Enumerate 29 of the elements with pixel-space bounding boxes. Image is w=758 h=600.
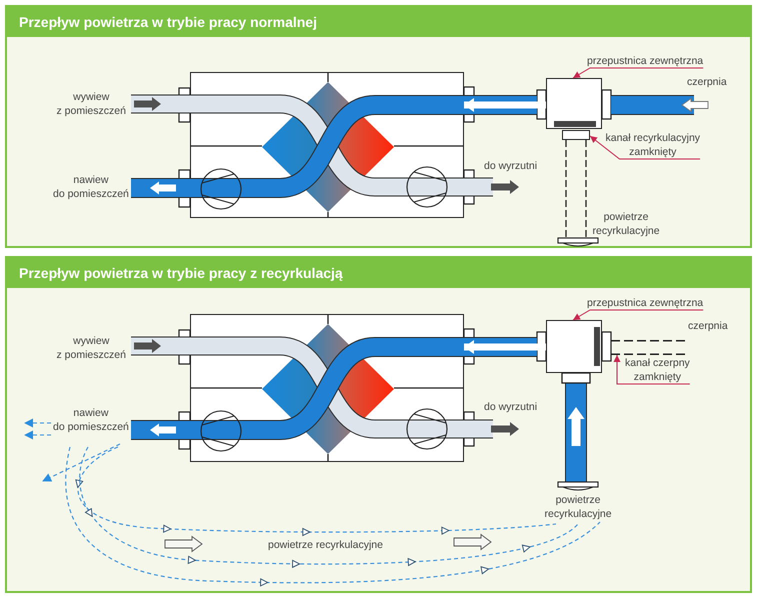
diagram-panel [5,256,752,593]
damper-box [546,320,602,373]
flow-label: nawiew do pomieszczeń [53,406,129,434]
flow-label: powietrze recyrkulacyjne [268,538,383,552]
flow-label: nawiew do pomieszczeń [53,173,129,201]
callout-label: przepustnica zewnętrzna [587,54,704,68]
panel-title: Przepływ powietrza w trybie pracy z recyrkulacją [7,258,750,288]
duct-collar [562,130,590,140]
closed-intake-duct [611,340,687,355]
diagram-panel [5,5,752,248]
leader-line [590,136,701,160]
flow-label: powietrze recyrkulacyjne [544,493,612,521]
callout-label: kanał recyrkulacyjny zamknięty [606,131,700,159]
flow-label: wywiew z pomieszczeń [56,334,126,362]
callout-label: przepustnica zewnętrzna [587,296,704,310]
leader-line [572,310,704,320]
flow-arrow [464,100,546,110]
damper-box [546,78,602,129]
flow-label: do wyrzutni [484,400,538,414]
flow-label: czerpnia [688,319,728,333]
flow-arrow [464,342,546,352]
flow-label: powietrze recyrkulacyjne [592,210,660,238]
flow-label: wywiew z pomieszczeń [56,90,126,118]
leader-line [572,68,704,78]
flow-label: czerpnia [687,75,727,89]
panel-title: Przepływ powietrza w trybie pracy normalnej [7,7,750,37]
flow-label: do wyrzutni [484,159,538,173]
callout-label: kanał czerpny zamknięty [625,356,690,384]
leader-line [614,354,690,384]
